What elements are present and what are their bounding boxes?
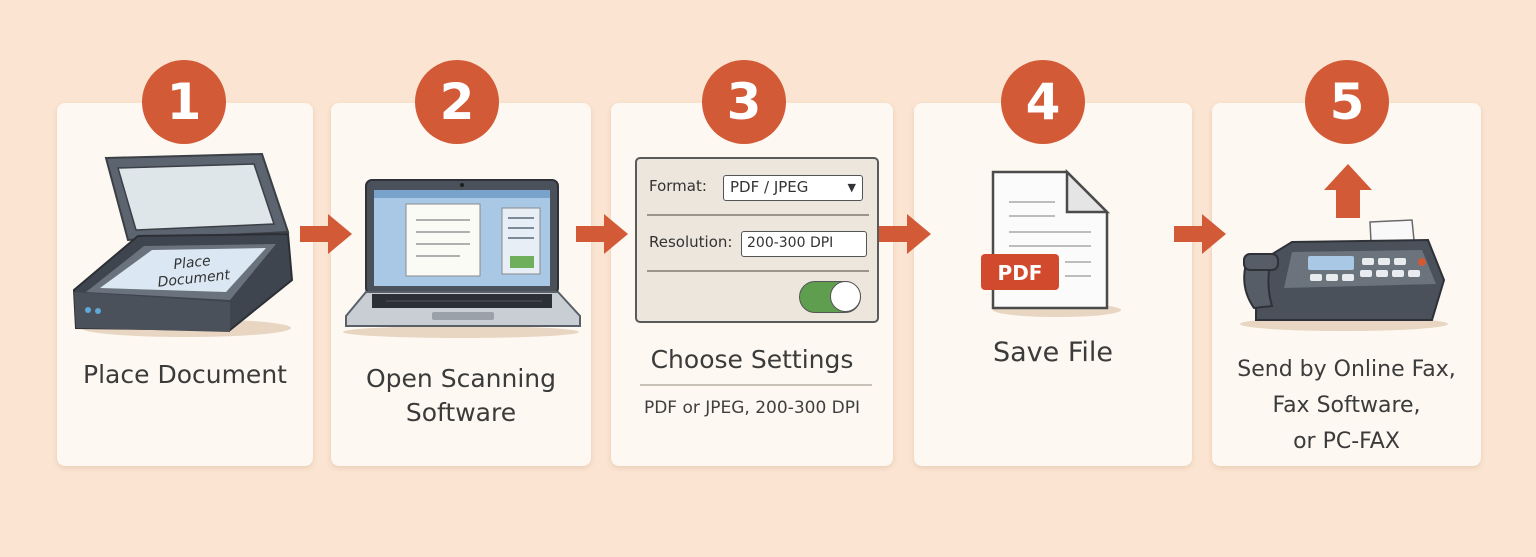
settings-divider [647,270,869,272]
step-3-divider [640,384,872,386]
arrow-right-icon [300,214,352,254]
chevron-down-icon: ▼ [847,181,856,194]
step-3-sublabel: PDF or JPEG, 200-300 DPI [643,398,861,418]
pdf-badge-text: PDF [997,261,1043,285]
settings-toggle[interactable] [799,281,861,313]
step-2-number-badge: 2 [415,60,499,144]
step-3-number-badge: 3 [702,60,786,144]
settings-divider [647,214,869,216]
step-5-number-badge: 5 [1305,60,1389,144]
settings-panel: Format: PDF / JPEG ▼ Resolution: 200-300… [635,157,879,323]
arrow-right-icon [576,214,628,254]
resolution-label: Resolution: [649,233,733,251]
arrow-right-icon [1174,214,1226,254]
step-2-label: Open Scanning Software [365,364,556,427]
step-4-label: Save File [992,337,1114,368]
format-label: Format: [649,177,707,195]
fax-machine-icon [1240,164,1448,331]
step-1-label: Place Document [83,360,287,389]
format-select-value: PDF / JPEG [730,178,809,196]
step-3-label: Choose Settings [650,345,854,374]
pdf-file-icon [981,168,1121,317]
arrow-right-icon [879,214,931,254]
step-1-number-badge: 1 [142,60,226,144]
scanner-icon [72,152,294,337]
step-4-number-badge: 4 [1001,60,1085,144]
format-select[interactable]: PDF / JPEG ▼ [723,175,863,201]
resolution-input[interactable]: 200-300 DPI [741,231,867,257]
step-5-label: Send by Online Fax, Fax Software, or PC-… [1237,357,1456,454]
laptop-icon [343,179,581,338]
toggle-knob [830,281,861,312]
